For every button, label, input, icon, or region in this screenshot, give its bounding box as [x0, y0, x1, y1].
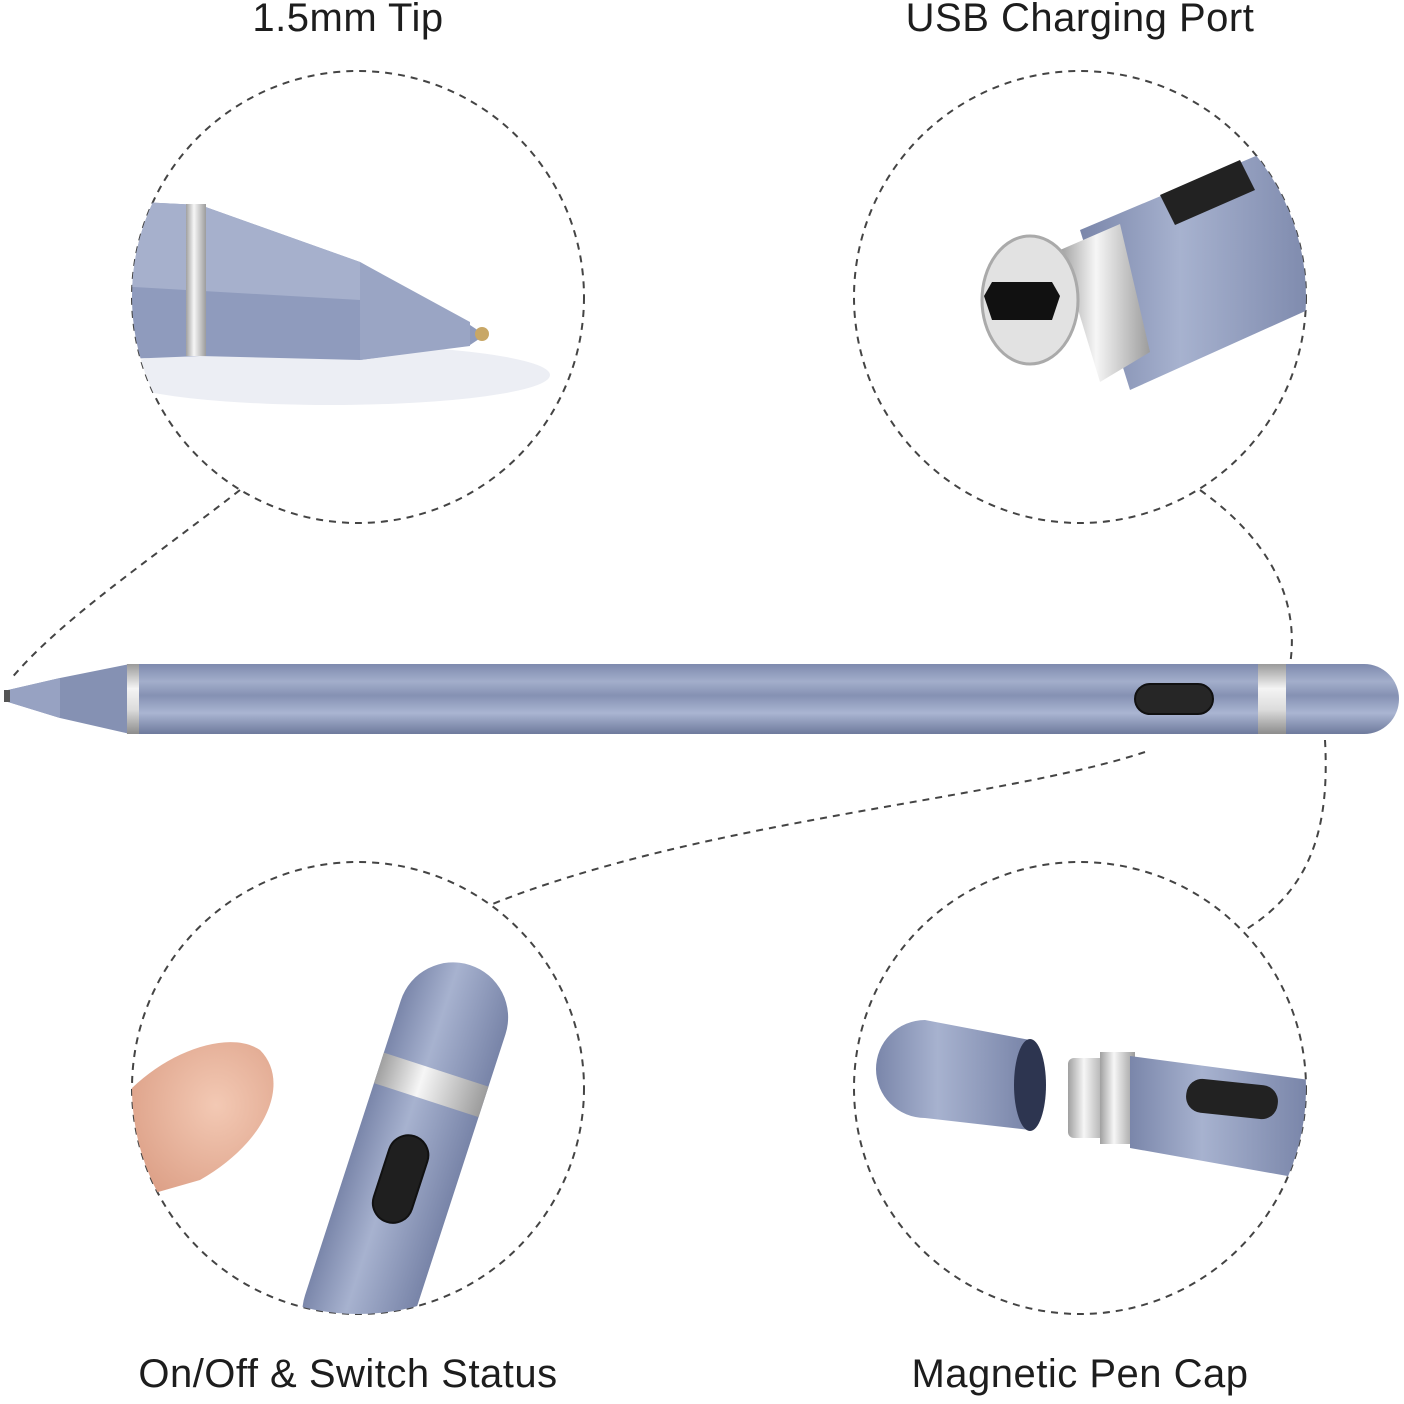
label-usb-port: USB Charging Port [905, 0, 1255, 40]
label-pen-cap: Magnetic Pen Cap [911, 1352, 1249, 1396]
tip-closeup [132, 200, 550, 405]
label-tip: 1.5mm Tip [252, 0, 444, 40]
switch-closeup [132, 962, 509, 1314]
power-button-icon [1134, 683, 1214, 715]
label-switch-status: On/Off & Switch Status [138, 1352, 558, 1396]
connector-usb [1199, 489, 1293, 666]
cap-closeup [876, 1020, 1306, 1180]
connector-switch [489, 751, 1146, 906]
connector-tip [9, 489, 241, 681]
usb-closeup [980, 150, 1306, 390]
power-button-cap-view [1186, 1078, 1278, 1120]
main-stylus [4, 664, 1399, 734]
detail-circle-tip [131, 70, 585, 524]
connector-cap [1244, 739, 1327, 931]
